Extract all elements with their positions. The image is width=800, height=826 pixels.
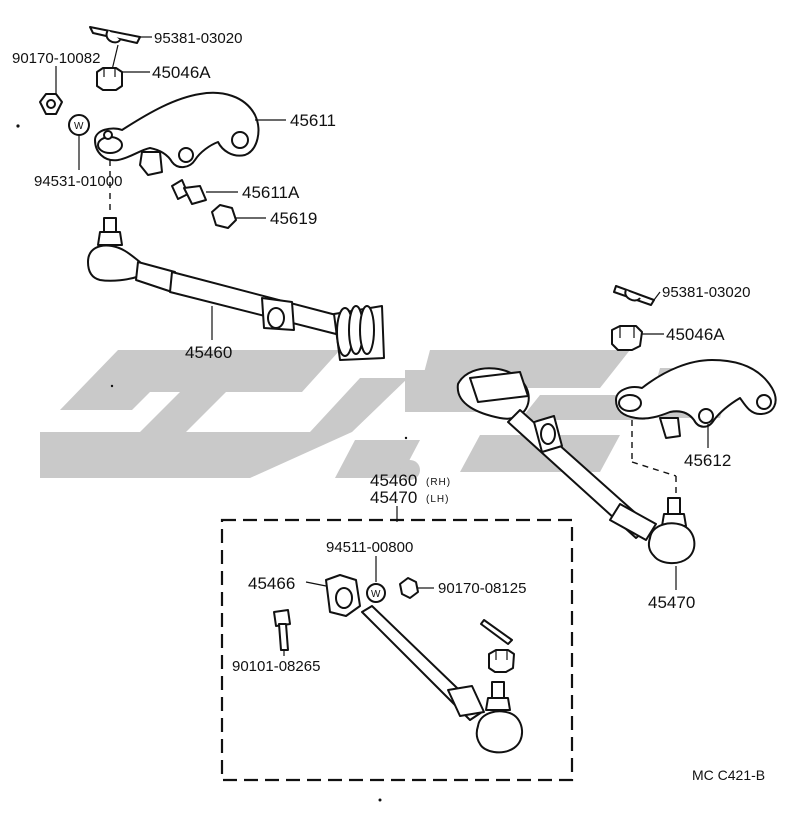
bolt-90101-08265	[273, 609, 291, 651]
label-rh: (RH)	[426, 477, 451, 488]
washer-94511: W	[366, 583, 386, 603]
steering-arm-45611	[94, 91, 260, 176]
washer-mark: W	[74, 121, 84, 132]
cotter-pin-right	[613, 285, 655, 306]
label-45460-box: 45460	[370, 471, 417, 490]
lock-washer-top: W	[68, 114, 90, 136]
washer-mark-2: W	[371, 589, 381, 600]
tie-rod-end-right	[647, 497, 696, 564]
label-94531: 94531-01000	[34, 173, 122, 190]
label-90170-10082: 90170-10082	[12, 50, 100, 67]
cotter-pin-top	[89, 26, 141, 44]
tie-rod-left	[135, 261, 385, 361]
label-45619: 45619	[270, 209, 317, 228]
tie-rod-detail	[361, 605, 523, 754]
tie-rod-end-left	[87, 217, 141, 282]
label-45470-right: 45470	[648, 593, 695, 612]
label-45611a: 45611A	[242, 183, 300, 202]
label-45046a-top: 45046A	[152, 63, 211, 82]
hex-nut-left	[39, 93, 63, 115]
label-45611: 45611	[290, 111, 336, 130]
nut-90170-08125	[399, 577, 419, 599]
label-45460-left: 45460	[185, 343, 232, 362]
label-95381-right: 95381-03020	[662, 284, 750, 301]
reference-code: MC C421-B	[692, 767, 765, 783]
knuckle-arm-45612	[615, 359, 777, 439]
label-45612: 45612	[684, 451, 731, 470]
cotter-pin-detail	[480, 619, 513, 645]
label-90101: 90101-08265	[232, 658, 320, 675]
castle-nut-top	[96, 67, 123, 91]
label-45466: 45466	[248, 574, 295, 593]
label-95381-top: 95381-03020	[154, 30, 242, 47]
castle-nut-detail	[488, 649, 515, 673]
label-lh: (LH)	[426, 494, 449, 505]
label-45470-box: 45470	[370, 488, 417, 507]
label-94511: 94511-00800	[326, 539, 413, 556]
label-90170-08125: 90170-08125	[438, 580, 526, 597]
nut-45619	[211, 204, 237, 229]
label-45046a-right: 45046A	[666, 325, 725, 344]
clamp-45466	[325, 574, 361, 617]
castle-nut-right	[611, 325, 643, 351]
bolt-45611a	[171, 179, 207, 205]
tie-rod-right	[456, 367, 657, 541]
